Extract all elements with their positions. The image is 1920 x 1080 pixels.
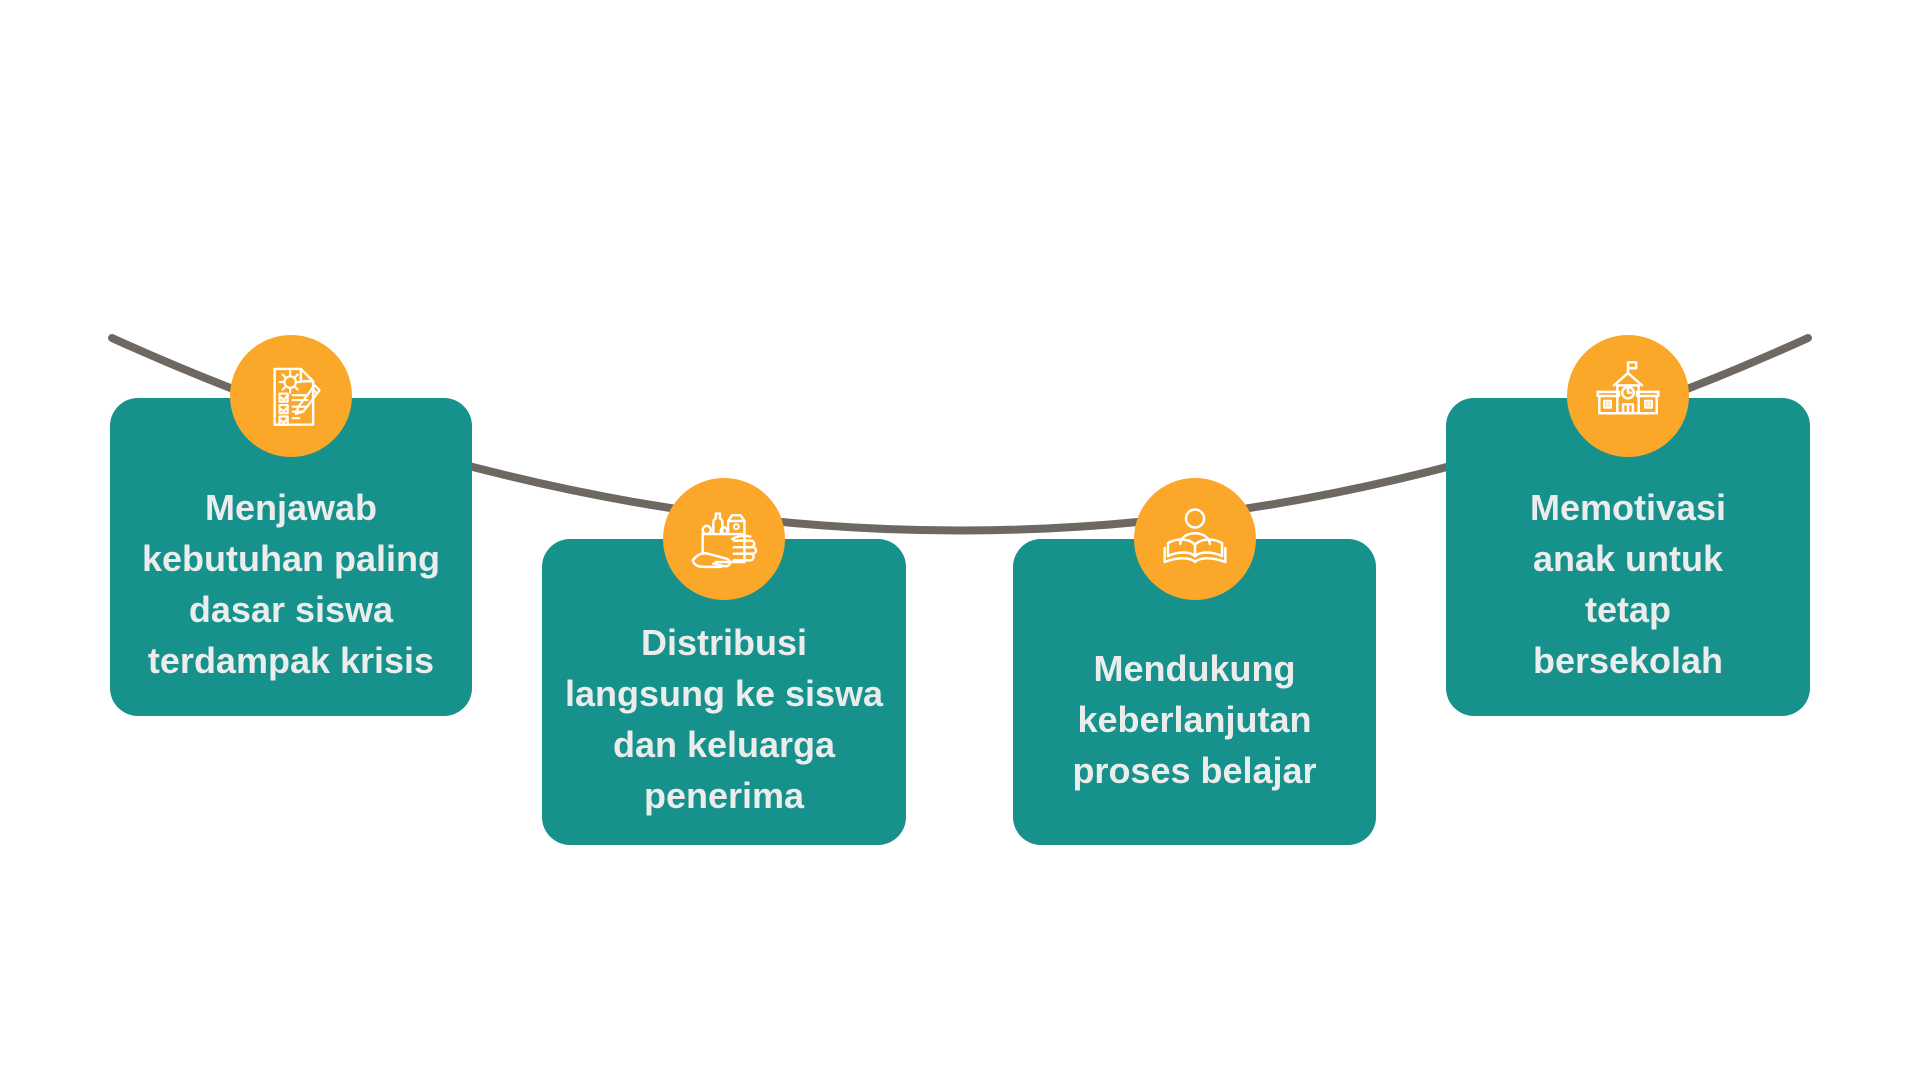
card-4-text: Memotivasi anak untuk tetap bersekolah	[1529, 487, 1727, 681]
card-1-text: Menjawab kebutuhan paling dasar siswa te…	[141, 487, 440, 681]
person-reading-book-icon	[1163, 508, 1227, 564]
card-3-text: Mendukung keberlanjutan proses belajar	[1072, 647, 1317, 791]
card-2-icon-circle	[663, 478, 785, 600]
card-2-text: Distribusi langsung ke siswa dan keluarg…	[564, 622, 884, 816]
card-4-icon-circle	[1567, 335, 1689, 457]
checklist-document-icon	[273, 367, 321, 426]
grocery-donation-icon	[691, 512, 758, 569]
card-3-icon-circle	[1134, 478, 1256, 600]
school-building-icon	[1596, 361, 1660, 415]
card-1-icon-circle	[230, 335, 352, 457]
